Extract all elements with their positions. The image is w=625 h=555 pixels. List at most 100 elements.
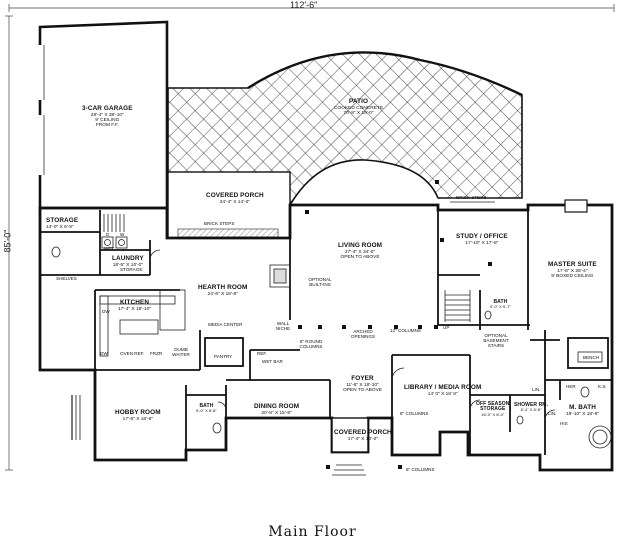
room-name: SHOWER RM. xyxy=(514,402,549,408)
note-her: HER xyxy=(566,384,576,389)
note-oven-ref: OVEN REF. xyxy=(120,351,145,356)
room-label-covered-porch-front[interactable]: COVERED PORCH 17'-4" X 10'-0" xyxy=(334,429,392,442)
note-media-center: MEDIA CENTER xyxy=(208,322,243,327)
room-name: HEARTH ROOM xyxy=(198,284,248,291)
note-dumb-waiter: DUMB WAITER xyxy=(172,347,190,357)
note-brick-steps-left: BRICK STEPS xyxy=(204,221,235,226)
note-washer: W xyxy=(120,232,125,237)
room-name: MASTER SUITE xyxy=(548,261,597,268)
room-label-master-suite[interactable]: MASTER SUITE 17'-8" X 28'-4" 9' BOXED CE… xyxy=(548,261,597,279)
room-name: FOYER xyxy=(351,375,374,382)
room-dims: 17'-6" X 18'-8" xyxy=(122,416,153,422)
room-label-patio[interactable]: PATIO COOKED CONCRETE 70'-8" X 19'-0" xyxy=(334,98,384,116)
room-note: FROM F.F. xyxy=(95,122,119,128)
room-label-kitchen[interactable]: KITCHEN 17'-4" X 18'-10" xyxy=(118,299,151,312)
note-lin-1: LIN. xyxy=(532,387,541,392)
room-label-living[interactable]: LIVING ROOM 27'-4" X 34'-0" OPEN TO ABOV… xyxy=(338,242,383,260)
note-optional-builtins: OPTIONAL BUILT-INS xyxy=(308,277,332,287)
note-wall-niche: WALL NICHE xyxy=(275,321,291,331)
room-name: KITCHEN xyxy=(119,299,150,306)
room-label-study[interactable]: STUDY / OFFICE 17'-10" X 17'-8" xyxy=(456,233,508,246)
room-name: OFF SEASON xyxy=(476,401,510,407)
room-name: DINING ROOM xyxy=(254,403,300,410)
room-name: BATH xyxy=(199,403,214,409)
room-dims: COOKED CONCRETE xyxy=(334,105,384,111)
room-label-storage[interactable]: STORAGE 14'-0" X 6'-8" xyxy=(46,217,79,230)
room-dims: 5'-0" X 8'-8" xyxy=(196,408,217,414)
room-dims: 24'-4" X 14'-0" xyxy=(219,199,251,205)
room-dims: 17'-8" X 28'-4" xyxy=(557,268,588,274)
note-storage-small: STORAGE xyxy=(120,267,143,272)
room-label-laundry[interactable]: LAUNDRY 18'-5" X 10'-0" xyxy=(112,255,144,268)
note-round-columns: 8" ROUND COLUMNS xyxy=(299,339,323,349)
room-dims: 17'-4" X 18'-10" xyxy=(118,306,151,312)
note-ks: K.S. xyxy=(598,384,607,389)
note-ref: REF. xyxy=(257,351,267,356)
room-label-bath-small[interactable]: BATH 5'-0" X 8'-8" xyxy=(196,403,217,414)
overall-width-dimension: 112'-6" xyxy=(290,0,318,10)
room-label-foyer[interactable]: FOYER 11'-6" X 18'-10" OPEN TO ABOVE xyxy=(343,375,383,393)
room-dims: 28'-4" X 38'-10" xyxy=(90,112,124,118)
room-label-covered-porch-back[interactable]: COVERED PORCH 24'-4" X 14'-0" xyxy=(206,192,264,205)
note-his: HIS xyxy=(560,421,568,426)
note-pantry: PANTRY xyxy=(214,354,233,359)
dimension-lines xyxy=(5,4,615,471)
room-note: 9' BOXED CEILING xyxy=(551,273,594,279)
note-arched-openings: ARCHED OPENINGS xyxy=(350,329,376,339)
room-dims: 14'-0" X 6'-8" xyxy=(46,224,74,230)
note-dryer: D xyxy=(106,232,110,237)
house-outline xyxy=(38,203,614,472)
room-label-garage[interactable]: 3-CAR GARAGE 28'-4" X 38'-10" 9' CEILING… xyxy=(82,105,133,128)
room-note: 70'-8" X 19'-0" xyxy=(343,110,374,116)
note-dw-2: DW xyxy=(102,309,110,314)
room-label-shower[interactable]: SHOWER RM. 8'-4" X 8'-8" xyxy=(514,402,549,413)
room-name: STORAGE xyxy=(46,217,79,224)
room-dims: 19'-10" X 18'-8" xyxy=(566,411,599,417)
note-shelves: SHELVES xyxy=(56,276,77,281)
fixtures xyxy=(51,197,612,476)
room-label-library[interactable]: LIBRARY / MEDIA ROOM 14' 0" X 18' 8" xyxy=(404,384,482,397)
room-name: LAUNDRY xyxy=(112,255,144,262)
room-name: COVERED PORCH xyxy=(206,192,264,199)
room-name: STORAGE xyxy=(480,406,506,413)
room-label-master-bath[interactable]: M. BATH 19'-10" X 18'-8" xyxy=(566,404,599,417)
room-label-offseason-storage[interactable]: OFF SEASON STORAGE 16'-0" X 8'-0" xyxy=(476,401,510,417)
note-lin-2: LIN. xyxy=(548,411,557,416)
room-name: 3-CAR GARAGE xyxy=(82,105,133,112)
room-dims: 14' 0" X 18' 8" xyxy=(427,391,458,397)
room-note: 16'-0" X 8'-0" xyxy=(481,411,505,417)
room-label-hearth[interactable]: HEARTH ROOM 24'-6" X 18'-8" xyxy=(198,284,248,297)
room-dims: 17'-4" X 10'-0" xyxy=(347,436,379,442)
note-12-columns: 12" COLUMNS xyxy=(390,328,421,333)
room-dims: 9'-0" X 5'-7" xyxy=(490,304,511,310)
note-8-columns-front: 8" COLUMNS xyxy=(406,467,435,472)
room-note: 9' CEILING xyxy=(95,117,120,123)
room-dims: 17'-10" X 17'-8" xyxy=(465,240,499,246)
covered-porch-back xyxy=(167,171,291,239)
note-frzr: FRZR xyxy=(150,351,163,356)
room-name: LIBRARY / MEDIA ROOM xyxy=(404,384,482,391)
room-dims: 11'-6" X 18'-10" xyxy=(346,382,379,388)
room-dims: 20'-8" X 15'-8" xyxy=(261,410,292,416)
room-dims: 24'-6" X 18'-8" xyxy=(207,291,238,297)
note-wet: WET xyxy=(104,246,115,251)
room-label-dining[interactable]: DINING ROOM 20'-8" X 15'-8" xyxy=(254,403,300,416)
room-label-hobby[interactable]: HOBBY ROOM 17'-6" X 18'-8" xyxy=(115,409,161,422)
plan-title: Main Floor xyxy=(268,524,357,540)
room-note: OPEN TO ABOVE xyxy=(340,254,380,260)
note-optional-basement: OPTIONAL BASEMENT STAIRS xyxy=(483,333,509,348)
room-name: LIVING ROOM xyxy=(338,242,383,249)
room-name: HOBBY ROOM xyxy=(115,409,161,416)
columns xyxy=(298,180,492,469)
room-dims: 27'-4" X 34'-0" xyxy=(344,249,376,255)
room-name: BATH xyxy=(493,299,508,305)
note-8-columns-library: 8" COLUMNS xyxy=(400,411,429,416)
room-note: OPEN TO ABOVE xyxy=(343,387,383,393)
room-label-bath-study[interactable]: BATH 9'-0" X 5'-7" xyxy=(490,299,511,310)
overall-depth-dimension: 85'-0" xyxy=(2,229,13,253)
room-name: COVERED PORCH xyxy=(334,429,392,436)
note-bench: BENCH xyxy=(583,355,600,360)
room-dims: 8'-4" X 8'-8" xyxy=(520,407,542,413)
room-name: M. BATH xyxy=(569,404,596,411)
